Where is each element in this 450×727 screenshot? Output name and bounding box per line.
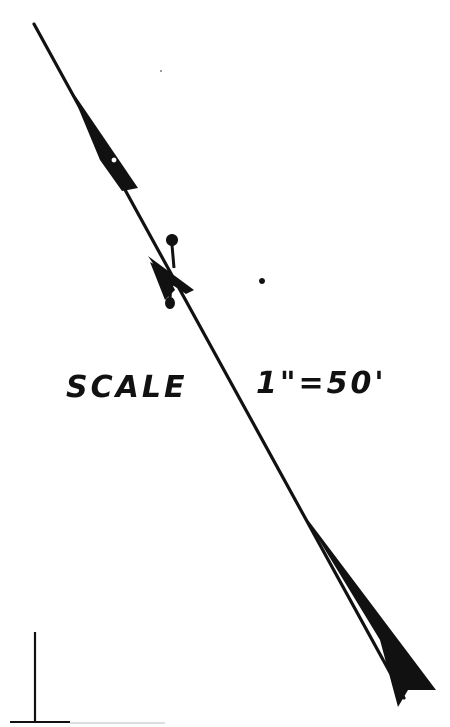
- center-marker-lower: [150, 262, 175, 300]
- center-dot-upper: [166, 234, 178, 246]
- scale-label: SCALE: [66, 370, 188, 405]
- stray-dot-small: [160, 70, 162, 72]
- upper-barb: [70, 88, 138, 191]
- stray-dot: [259, 278, 265, 284]
- scale-ratio: 1"=50': [256, 366, 387, 401]
- center-dot-lower-stem: [168, 284, 173, 299]
- center-dot-upper-stem: [170, 244, 176, 269]
- center-dot-lower: [165, 297, 175, 309]
- lower-barb: [302, 512, 436, 707]
- upper-barb-highlight: [111, 157, 117, 163]
- center-marker: [148, 256, 194, 294]
